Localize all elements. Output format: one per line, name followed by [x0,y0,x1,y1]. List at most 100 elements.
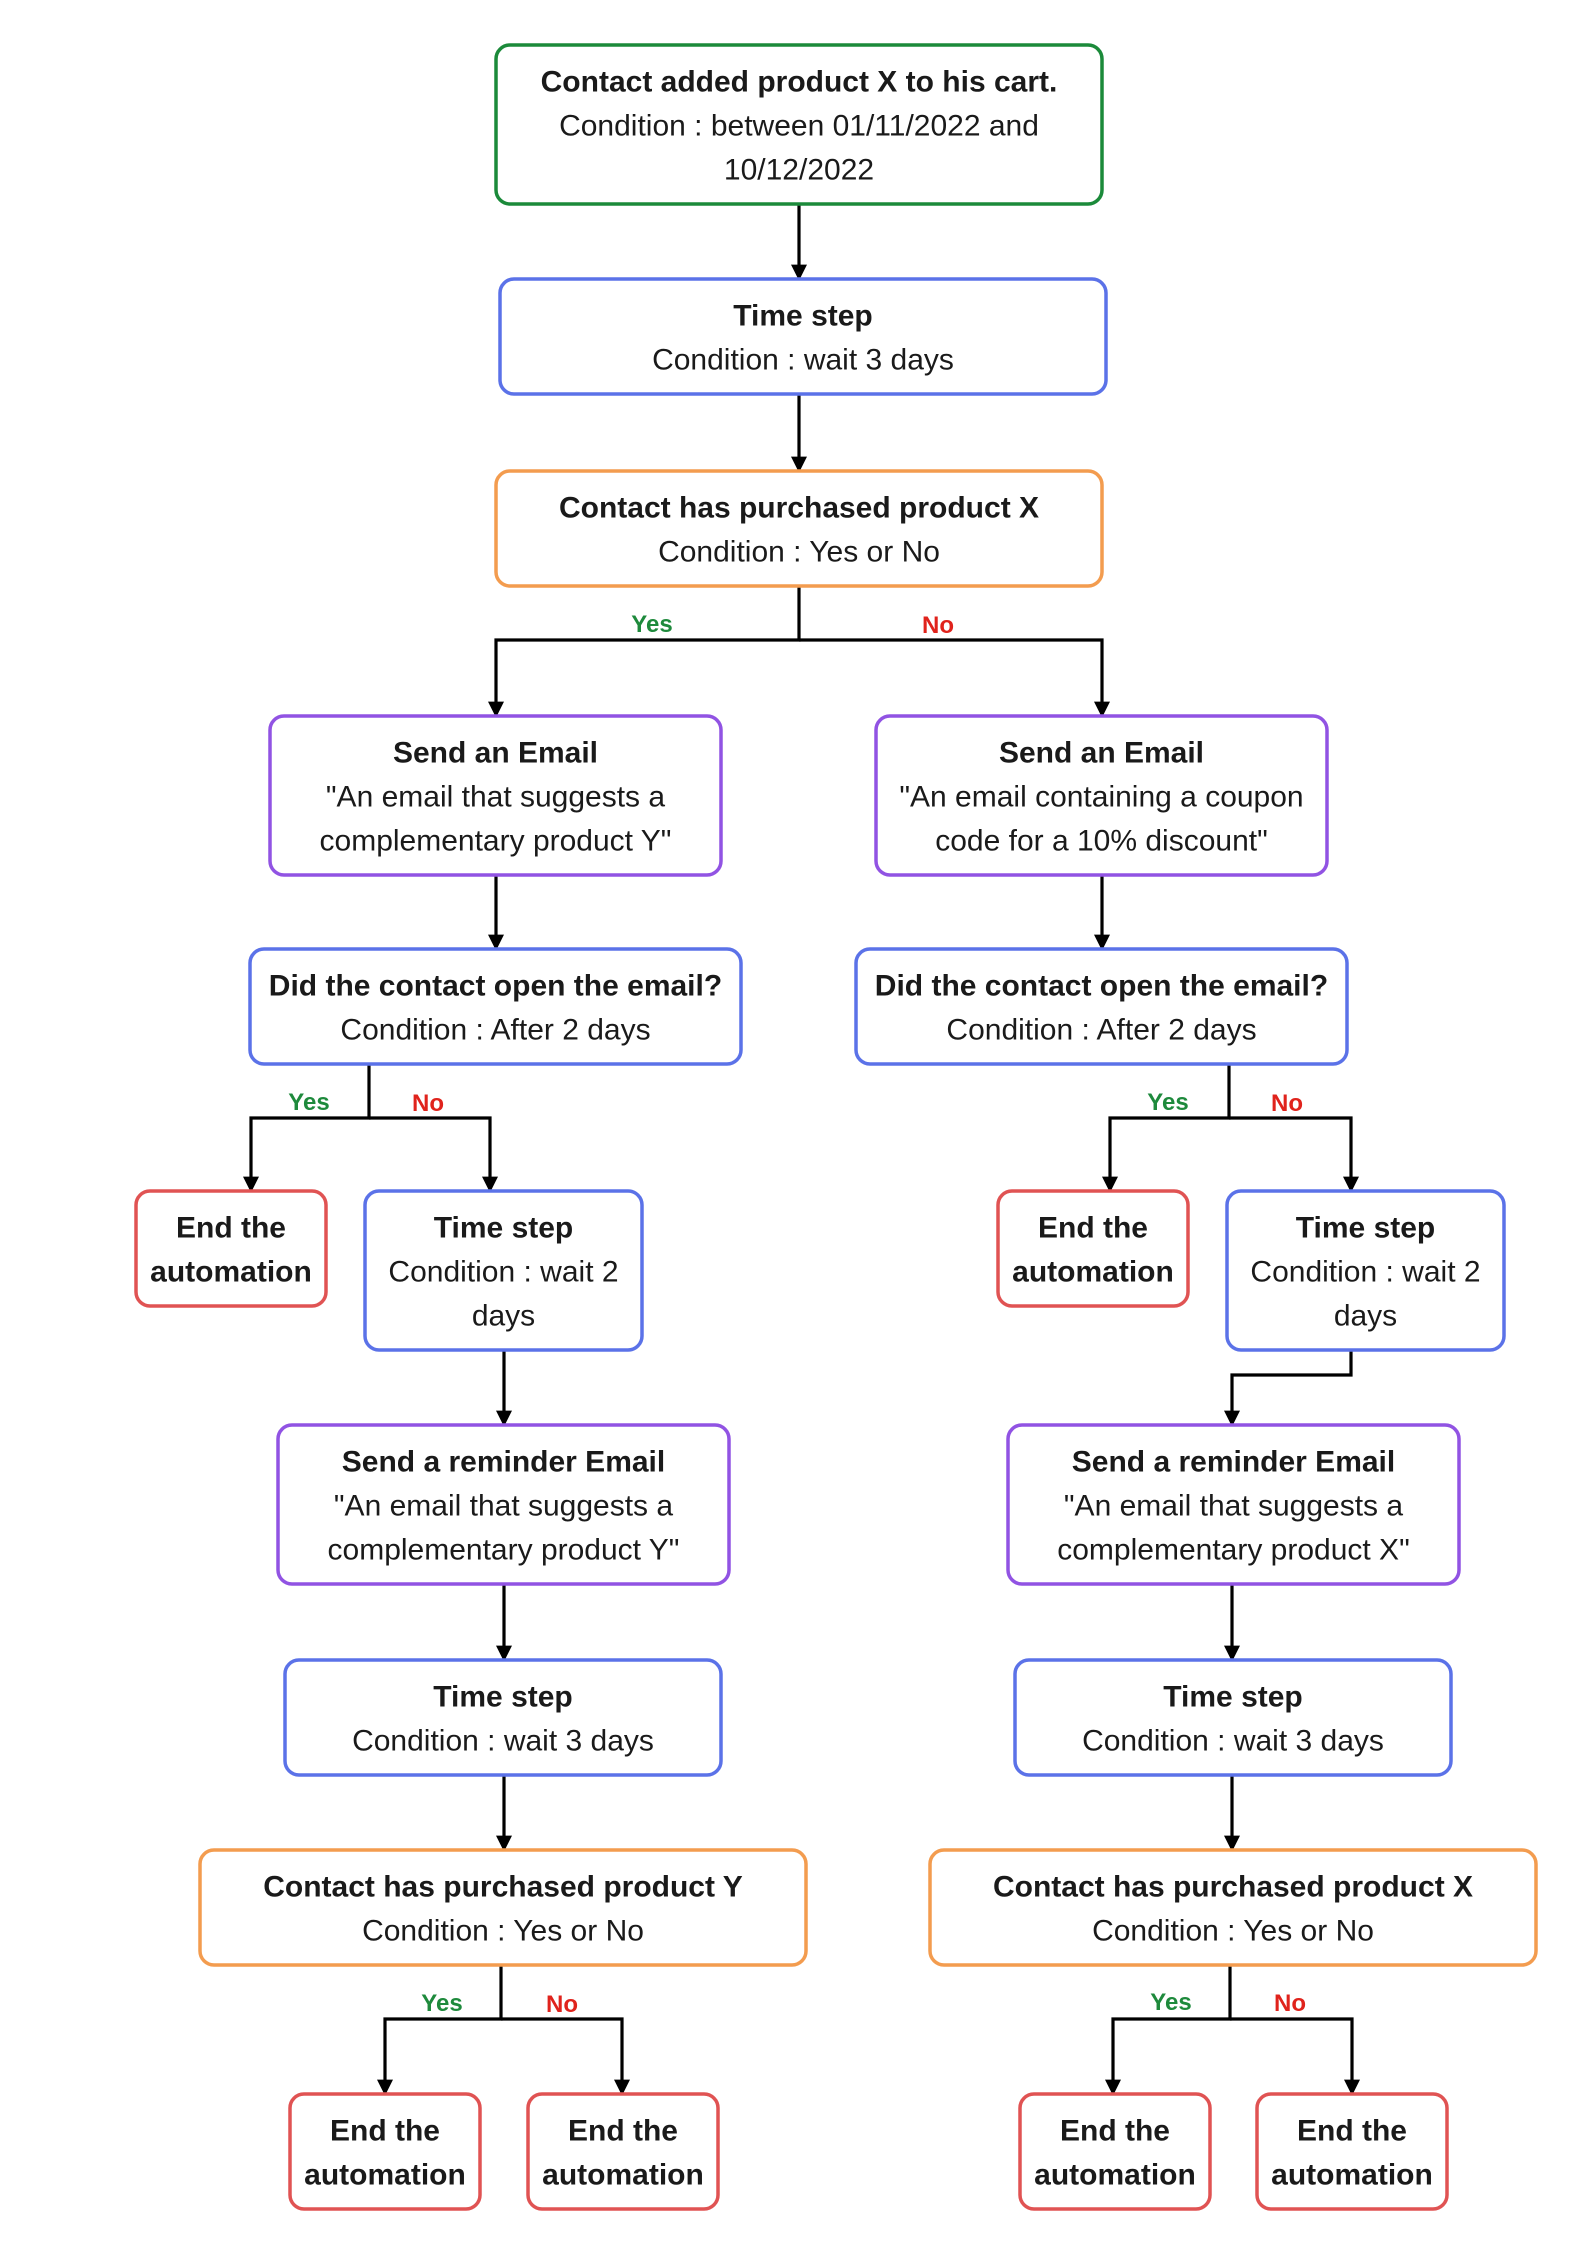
node-box-end [526,2092,720,2211]
branch-label-yes: Yes [1150,1989,1191,2016]
arrow-right-no-to-wait [1229,1116,1359,1193]
arrow-left-final-yes [377,1965,503,2096]
node-endL2: End the automation [288,2092,482,2211]
node-title: Send a reminder Email [1072,1446,1395,1479]
node-condition-text: Condition : Yes or No [1092,1915,1374,1948]
node-title: Contact added product X to his cart. [541,66,1058,99]
node-condition-text: Condition : wait 2 [1250,1256,1480,1289]
node-box-email [276,1423,731,1586]
node-condition-text: Condition : After 2 days [340,1014,650,1047]
branch-label-no: No [1274,1990,1306,2017]
node-box-end [1018,2092,1212,2211]
node-remL: Send a reminder Email "An email that sugg… [276,1423,731,1586]
node-title: End the [1297,2115,1407,2148]
node-condition-text: Condition : between 01/11/2022 and [559,110,1039,143]
node-endR2: End the automation [1018,2092,1212,2211]
node-box-email [874,714,1329,877]
node-condition-text: "An email that suggests a [1064,1490,1403,1523]
node-box-time [248,947,743,1066]
node-condition-text: Condition : wait 3 days [352,1725,654,1758]
node-title: Time step [434,1212,574,1245]
branch-label-no: No [922,612,954,639]
node-box-time [283,1658,723,1777]
node-condition-text: code for a 10% discount" [935,825,1268,858]
arrow-yes-to-email-left [488,586,801,718]
node-title: Did the contact open the email? [875,970,1328,1003]
branch-label-yes: Yes [421,1990,462,2017]
node-box-time [363,1189,644,1352]
node-title: Time step [433,1681,573,1714]
node-box-email [268,714,723,877]
node-title: automation [1012,1256,1174,1289]
node-condition-text: complementary product X" [1057,1534,1409,1567]
node-title: automation [1271,2159,1433,2192]
node-box-end [1255,2092,1449,2211]
node-condition-text: Condition : wait 3 days [1082,1725,1384,1758]
node-box-condition [198,1848,808,1967]
node-box-time [854,947,1349,1066]
node-title: Contact has purchased product Y [263,1871,743,1904]
node-title: automation [542,2159,704,2192]
node-endR1: End the automation [996,1189,1190,1308]
node-title: automation [1034,2159,1196,2192]
node-title: Send a reminder Email [342,1446,665,1479]
nodes: Contact added product X to his cart. Cond… [134,43,1538,2211]
node-title: automation [150,1256,312,1289]
node-box-time [1225,1189,1506,1352]
node-condition-text: 10/12/2022 [724,154,874,187]
node-condition-text: Condition : Yes or No [362,1915,644,1948]
node-box-trigger [494,43,1104,206]
connectors [243,204,1360,2096]
arrow-right-final-no [1230,2017,1360,2096]
arrow-right-final-yes [1105,1965,1232,2096]
node-title: Time step [1163,1681,1303,1714]
node-openL: Did the contact open the email? Condition… [248,947,743,1066]
node-title: Time step [733,300,873,333]
node-condition-text: Condition : After 2 days [946,1014,1256,1047]
node-openR: Did the contact open the email? Condition… [854,947,1349,1066]
node-condition-text: "An email that suggests a [334,1490,673,1523]
node-box-end [288,2092,482,2211]
arrow-left-no-to-wait [369,1116,498,1193]
node-title: Contact has purchased product X [993,1871,1473,1904]
node-box-email [1006,1423,1461,1586]
node-box-end [996,1189,1190,1308]
node-box-time [1013,1658,1453,1777]
node-endR3: End the automation [1255,2092,1449,2211]
node-box-condition [928,1848,1538,1967]
node-title: Did the contact open the email? [269,970,722,1003]
node-condL: Contact has purchased product Y Condition… [198,1848,808,1967]
node-title: automation [304,2159,466,2192]
arrow-right-yes-to-end [1102,1064,1231,1193]
arrow-no-to-email-right [799,638,1110,718]
node-title: Time step [1296,1212,1436,1245]
branch-label-yes: Yes [631,611,672,638]
node-emailL: Send an Email"An email that suggests aco… [268,714,723,877]
arrow-left-final-no [501,2017,630,2096]
node-title: Send an Email [999,737,1204,770]
node-box-end [134,1189,328,1308]
node-emailR: Send an Email"An email containing a coup… [874,714,1329,877]
node-condition-text: days [1334,1300,1397,1333]
node-condition-text: complementary product Y" [328,1534,680,1567]
node-cond1: Contact has purchased product XCondition… [494,469,1104,588]
node-condition-text: Condition : wait 2 [388,1256,618,1289]
node-remR: Send a reminder Email "An email that sugg… [1006,1423,1461,1586]
node-title: Send an Email [393,737,598,770]
node-title: Contact has purchased product X [559,492,1039,525]
node-title: End the [1038,1212,1148,1245]
branch-label-yes: Yes [288,1089,329,1116]
node-condition-text: "An email that suggests a [326,781,665,814]
arrow-right-wait-to-reminder [1224,1350,1353,1427]
arrow-left-yes-to-end [243,1064,371,1193]
branch-label-no: No [1271,1090,1303,1117]
node-title: End the [1060,2115,1170,2148]
node-title: End the [330,2115,440,2148]
node-condR: Contact has purchased product X Condition… [928,1848,1538,1967]
